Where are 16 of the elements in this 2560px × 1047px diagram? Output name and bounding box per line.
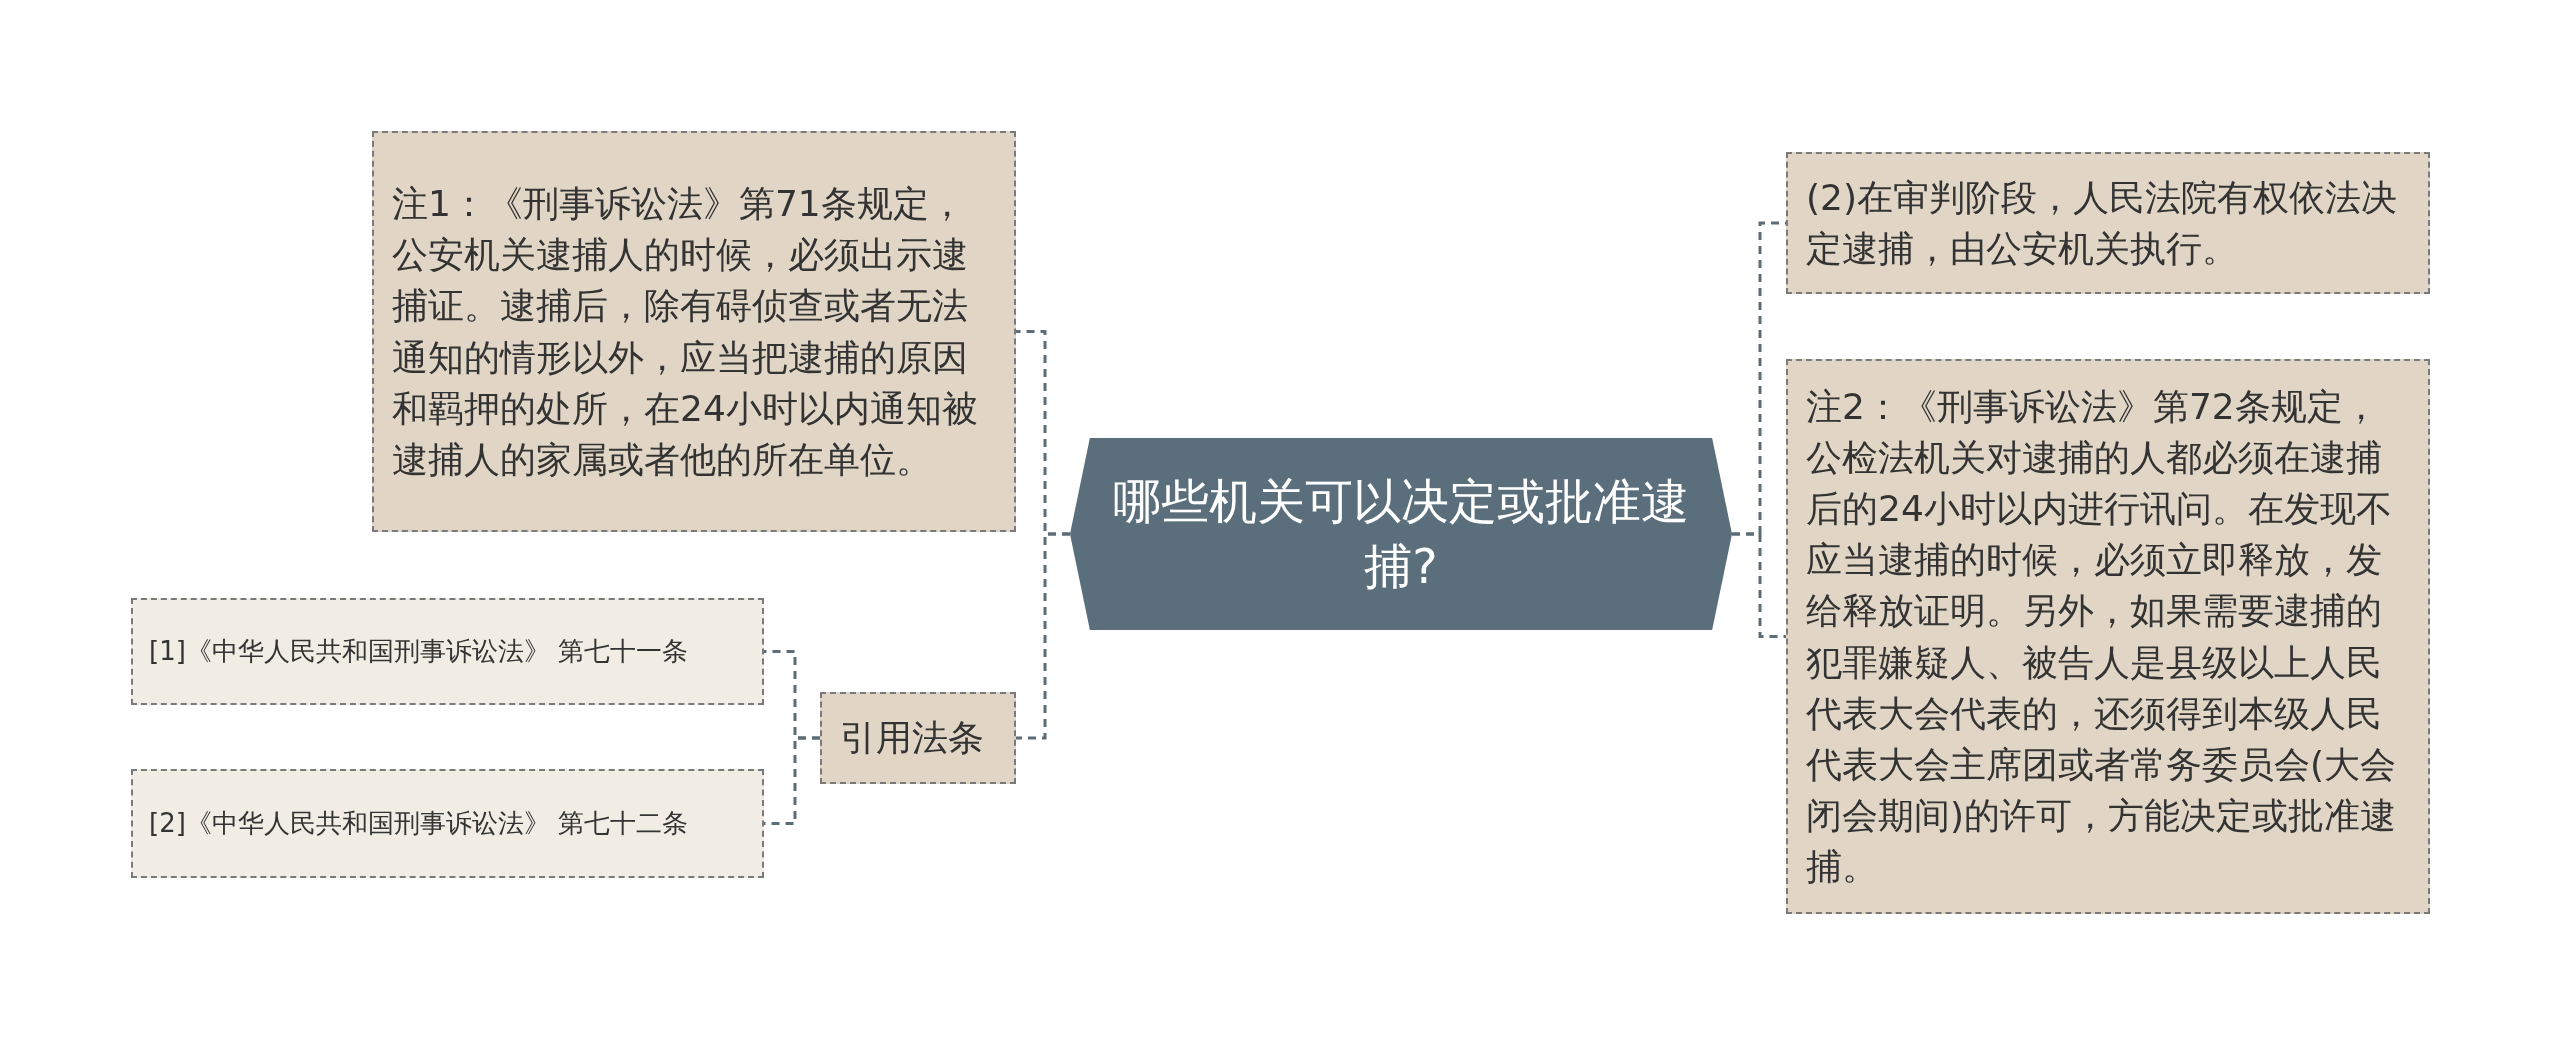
connector-line <box>1016 532 1070 740</box>
topic-text: [2]《中华人民共和国刑事诉讼法》 第七十二条 <box>149 807 689 841</box>
connector-line <box>1732 532 1786 638</box>
topic-box <box>1786 359 2430 914</box>
topic-box <box>820 692 1016 784</box>
hexagon-node <box>1070 438 1732 630</box>
topic-box <box>1786 152 2430 294</box>
topic-text: 引用法条 <box>840 716 984 761</box>
topic-box <box>372 131 1016 532</box>
topic-text: 注1：《刑事诉讼法》第71条规定，公安机关逮捕人的时候，必须出示逮捕证。逮捕后，除有碍侦查或者无法通知的情形以外，应当把逮捕的原因和羁押的处所，在24小时以内通知被逮捕人的家属或者他的所在单位。 <box>392 182 979 482</box>
central-topic-text: 哪些机关可以决定或批准逮捕? <box>1112 472 1690 596</box>
topic-text: [1]《中华人民共和国刑事诉讼法》 第七十一条 <box>149 635 689 669</box>
topic-text: 注2：《刑事诉讼法》第72条规定，公检法机关对逮捕的人都必须在逮捕后的24小时以内进行讯问。在发现不应当逮捕的时候，必须立即释放，发给释放证明。另外，如果需要逮捕的犯罪嫌疑人、被告人是县级以上人民代表大会代表的，还须得到本级人民代表大会主席团或者常务委员会(大会闭会期间)的许可，方能决定或批准逮捕。 <box>1806 384 2398 889</box>
reference-box <box>131 769 764 878</box>
topic-text: (2)在审判阶段，人民法院有权依法决定逮捕，由公安机关执行。 <box>1806 175 2398 271</box>
reference-box <box>131 598 764 705</box>
